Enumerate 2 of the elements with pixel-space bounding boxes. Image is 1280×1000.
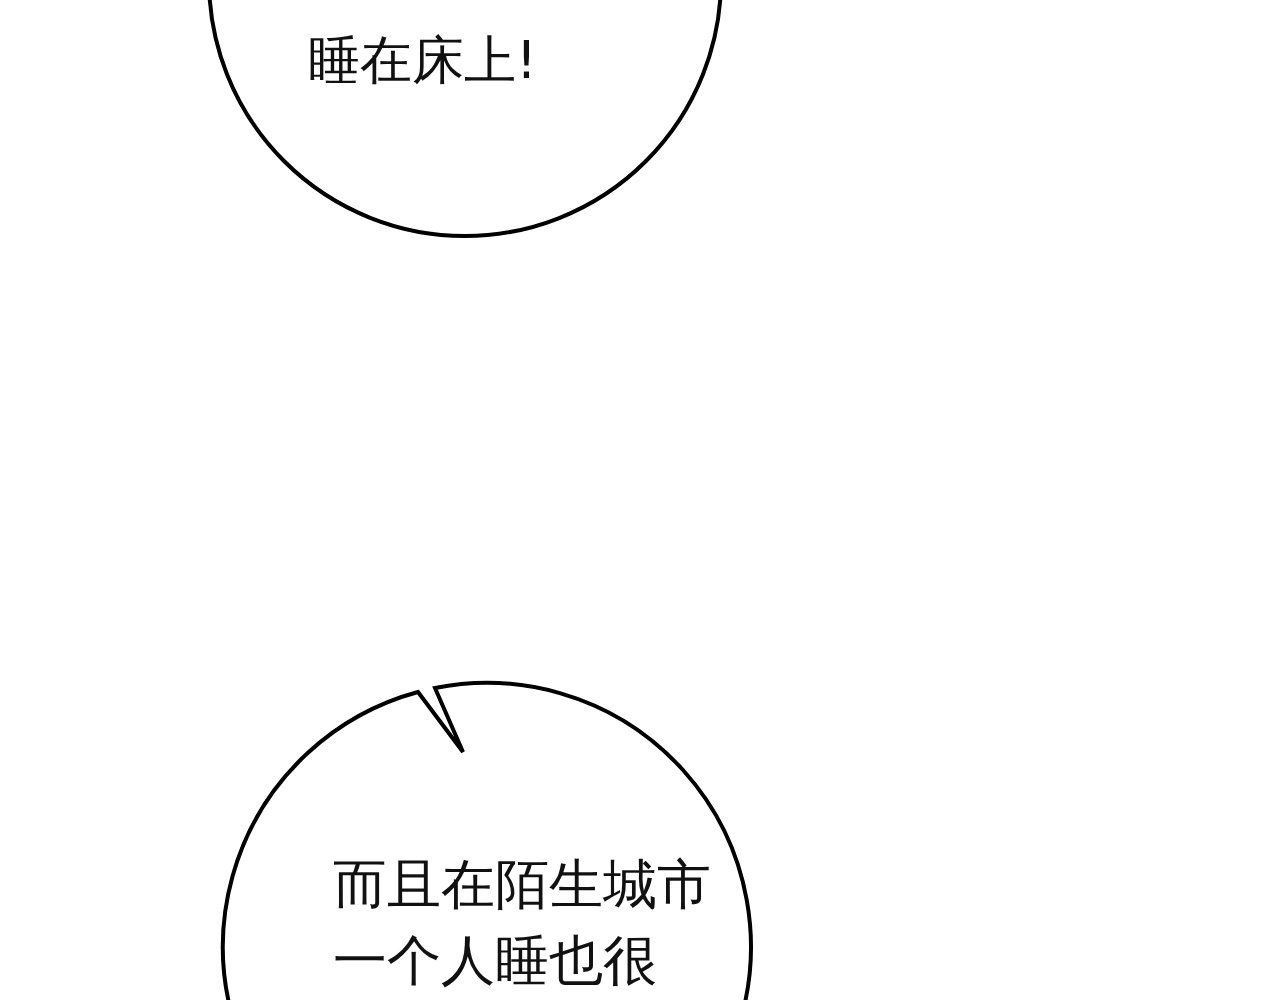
speech-text: 睡在床上! — [308, 29, 538, 92]
speech-text: 而且在陌生城市一个人睡也很 — [333, 852, 712, 994]
